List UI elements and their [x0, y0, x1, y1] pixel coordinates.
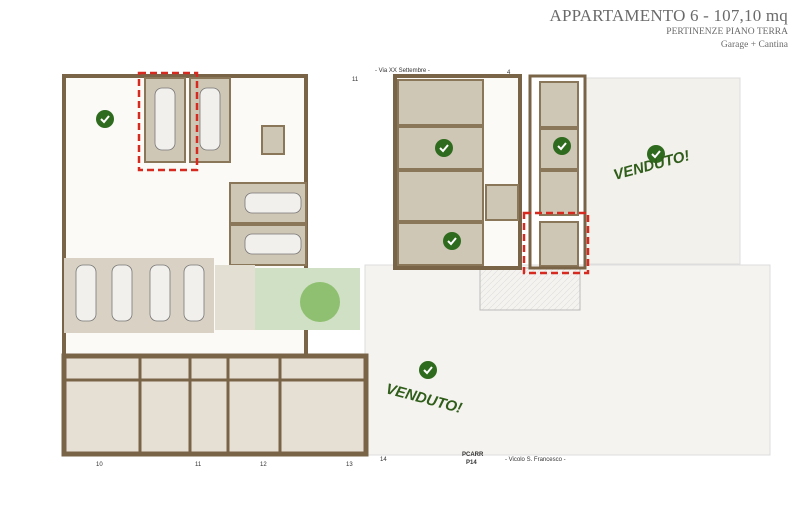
check-icon — [419, 361, 437, 379]
street-top: - Via XX Settembre - — [375, 68, 430, 74]
apartment-caption: Garage + Cantina — [720, 40, 788, 50]
sold-area-right — [584, 77, 741, 265]
check-icon — [443, 232, 461, 250]
tree — [300, 282, 340, 322]
parking-label: PCARR — [462, 452, 484, 458]
street-bottom: - Vicolo S. Francesco - — [505, 457, 566, 463]
courtyard-hatch — [479, 267, 581, 311]
cantina-4 — [539, 221, 579, 267]
axis-number: 11 — [352, 77, 359, 83]
axis-number: 12 — [260, 462, 267, 468]
cantina-5 — [485, 184, 519, 221]
check-icon — [553, 137, 571, 155]
garage-box-7 — [397, 170, 484, 222]
apartment-title: APPARTAMENTO 6 - 107,10 mq — [549, 6, 788, 25]
axis-number: 10 — [96, 462, 103, 468]
garage-box-5 — [397, 79, 484, 126]
garage-box-8 — [397, 222, 484, 266]
bike-area — [215, 265, 255, 330]
apartments-block — [61, 353, 369, 457]
axis-number: 13 — [346, 462, 353, 468]
highlight-garage — [137, 71, 199, 172]
axis-number: 14 — [380, 457, 387, 463]
check-icon — [96, 110, 114, 128]
check-icon — [435, 139, 453, 157]
axis-number: 4 — [507, 70, 511, 76]
cantine-corridor — [528, 74, 587, 270]
parking-code: P14 — [466, 460, 477, 466]
cantina-1 — [539, 81, 579, 128]
apartment-subtitle: PERTINENZE PIANO TERRA — [666, 27, 788, 37]
axis-number: 11 — [195, 462, 202, 468]
cantina-3 — [539, 170, 579, 216]
check-icon — [647, 145, 665, 163]
title-block: APPARTAMENTO 6 - 107,10 mq PERTINENZE PI… — [550, 6, 789, 50]
stair-core — [261, 125, 285, 155]
sold-check-icons — [96, 110, 665, 379]
highlight-cantina — [522, 211, 590, 275]
